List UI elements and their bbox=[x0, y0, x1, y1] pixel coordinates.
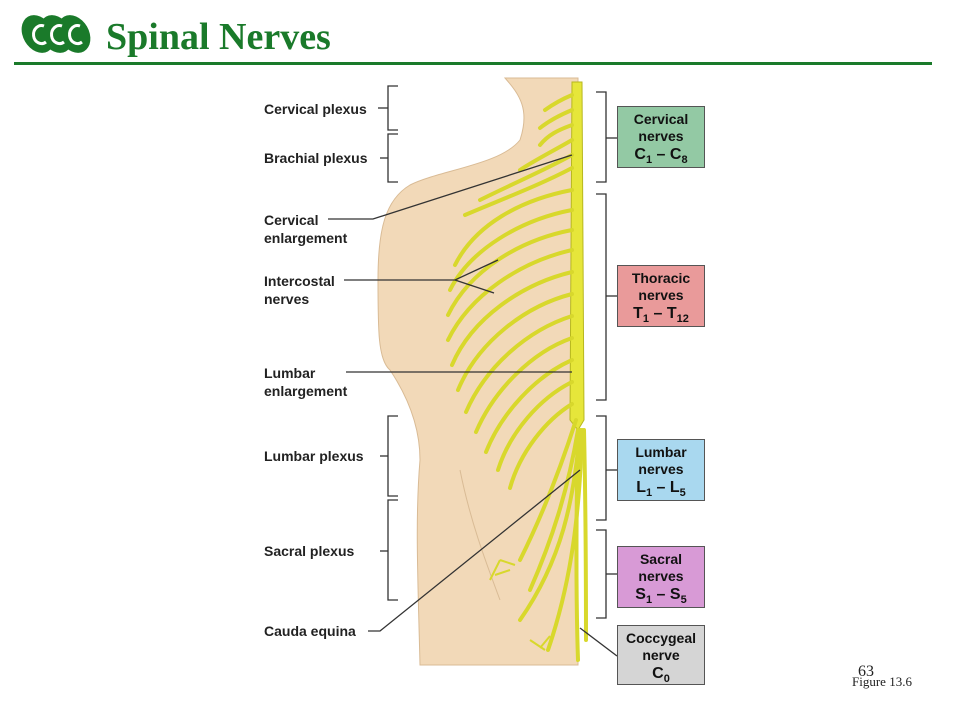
nerve-group-lumbar: Lumbar nerves L1 – L5 bbox=[617, 439, 705, 501]
label-brachial-plexus: Brachial plexus bbox=[264, 150, 368, 166]
nerve-group-subtitle: nerves bbox=[638, 128, 684, 144]
nerve-range: T1 – T12 bbox=[633, 305, 689, 326]
nerve-range: C1 – C8 bbox=[634, 146, 688, 167]
label-cervical-enlargement: Cervical enlargement bbox=[264, 212, 348, 246]
label-cauda-equina: Cauda equina bbox=[264, 623, 356, 639]
spinal-cord bbox=[569, 81, 585, 431]
ecc-logo-icon bbox=[21, 15, 91, 53]
nerve-group-cervical: Cervical nerves C1 – C8 bbox=[617, 106, 705, 168]
label-cervical-plexus: Cervical plexus bbox=[264, 101, 367, 117]
nerve-group-name: Lumbar bbox=[635, 444, 687, 460]
nerve-group-name: Coccygeal bbox=[625, 630, 697, 646]
slide-number: 63 bbox=[858, 663, 874, 680]
label-sacral-plexus: Sacral plexus bbox=[264, 543, 355, 559]
nerve-group-subtitle: nerves bbox=[638, 568, 684, 584]
label-lumbar-enlargement: Lumbar enlargement bbox=[264, 365, 348, 399]
slide-title: Spinal Nerves bbox=[106, 16, 331, 58]
nerve-group-subtitle: nerves bbox=[638, 461, 684, 477]
nerve-range: S1 – S5 bbox=[635, 586, 687, 607]
nerve-group-subtitle: nerves bbox=[638, 287, 684, 303]
nerve-group-name: Sacral bbox=[639, 551, 683, 567]
nerve-range: C0 bbox=[652, 665, 670, 686]
nerve-group-thoracic: Thoracic nerves T1 – T12 bbox=[617, 265, 705, 327]
nerve-group-name: Thoracic bbox=[631, 270, 691, 286]
label-lumbar-plexus: Lumbar plexus bbox=[264, 448, 364, 464]
figure-reference: Figure 13.6 bbox=[852, 674, 912, 689]
nerve-range: L1 – L5 bbox=[636, 479, 686, 500]
label-intercostal-nerves: Intercostal nerves bbox=[264, 273, 335, 307]
nerve-group-sacral: Sacral nerves S1 – S5 bbox=[617, 546, 705, 608]
title-divider bbox=[14, 62, 932, 65]
nerve-group-name: Cervical bbox=[633, 111, 689, 127]
nerve-group-coccygeal: Coccygeal nerve C0 bbox=[617, 625, 705, 685]
nerve-group-subtitle: nerve bbox=[642, 647, 680, 663]
